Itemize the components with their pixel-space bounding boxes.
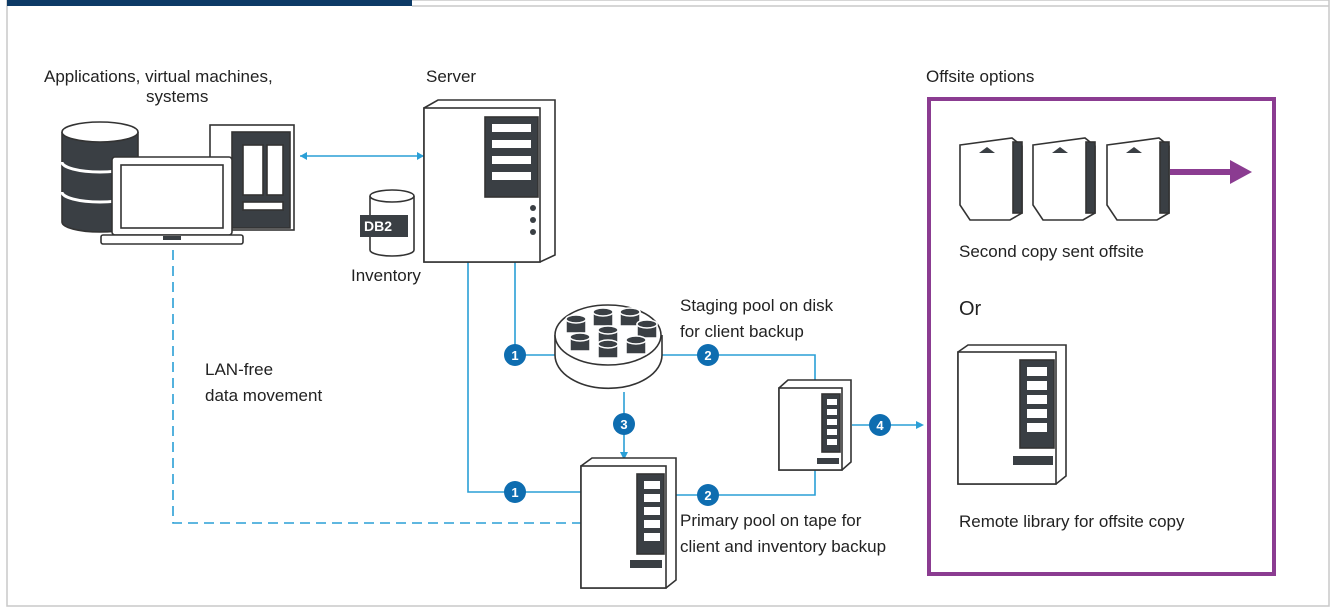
- remote-library-label: Remote library for offsite copy: [959, 512, 1185, 531]
- disk-cylinder: [569, 332, 591, 352]
- disk-cylinder: [592, 307, 614, 327]
- disk-cylinder: [625, 335, 647, 355]
- step-badge-1-top: 1: [504, 344, 526, 366]
- server-staging-link: [514, 262, 555, 356]
- server-label: Server: [426, 67, 476, 86]
- staging-label-line2: for client backup: [680, 322, 804, 341]
- disk-cylinder: [619, 307, 641, 327]
- primary-library-link: [665, 470, 816, 496]
- applications-label-line1: Applications, virtual machines,: [44, 67, 273, 86]
- disk-cylinder: [565, 314, 587, 334]
- primary-tape-library-icon: [580, 457, 677, 589]
- server-icon: [423, 99, 556, 263]
- applications-label-line2: systems: [146, 87, 208, 106]
- tape-cartridge-icon: [959, 137, 1023, 221]
- offsite-arrow-icon: [1170, 160, 1252, 184]
- staging-label-line1: Staging pool on disk: [680, 296, 834, 315]
- tape-cartridge-icon: [1106, 137, 1170, 221]
- active-tab-indicator: [7, 0, 412, 6]
- svg-text:1: 1: [511, 485, 518, 500]
- step-badge-2-bottom: 2: [697, 484, 719, 506]
- offsite-options-box: [927, 97, 1276, 576]
- tape-cartridge-icon: [1032, 137, 1096, 221]
- staging-library-link: [662, 354, 816, 380]
- server-primary-link: [467, 262, 581, 493]
- applications-cluster: [60, 121, 295, 245]
- staging-disk-pool-icon: [554, 304, 663, 390]
- step-badge-3: 3: [613, 413, 635, 435]
- remote-library-icon: [957, 344, 1067, 485]
- svg-text:1: 1: [511, 348, 518, 363]
- copy-tape-library-icon: [778, 379, 852, 471]
- step-badge-2-top: 2: [697, 344, 719, 366]
- offsite-options-heading: Offsite options: [926, 67, 1034, 86]
- svg-text:3: 3: [620, 417, 627, 432]
- svg-text:2: 2: [704, 348, 711, 363]
- or-label: Or: [959, 298, 982, 320]
- laptop-icon: [100, 156, 244, 245]
- lan-free-label-line2: data movement: [205, 386, 322, 405]
- svg-text:2: 2: [704, 488, 711, 503]
- lan-free-label-line1: LAN-free: [205, 360, 273, 379]
- tower-server-icon: [209, 124, 295, 231]
- db2-label: DB2: [364, 218, 392, 234]
- step-badge-4: 4: [869, 414, 891, 436]
- primary-label-line1: Primary pool on tape for: [680, 511, 862, 530]
- svg-text:4: 4: [876, 418, 884, 433]
- inventory-label: Inventory: [351, 266, 421, 285]
- second-copy-label: Second copy sent offsite: [959, 242, 1144, 261]
- db2-database-icon: [360, 189, 415, 257]
- diagram-frame: [6, 0, 1330, 607]
- disk-cylinder: [636, 319, 658, 339]
- disk-cylinder: [597, 339, 619, 359]
- tape-cartridges: [959, 137, 1170, 221]
- connectors: [172, 152, 924, 524]
- lan-free-link: [172, 250, 581, 524]
- step-badge-1-bottom: 1: [504, 481, 526, 503]
- primary-label-line2: client and inventory backup: [680, 537, 886, 556]
